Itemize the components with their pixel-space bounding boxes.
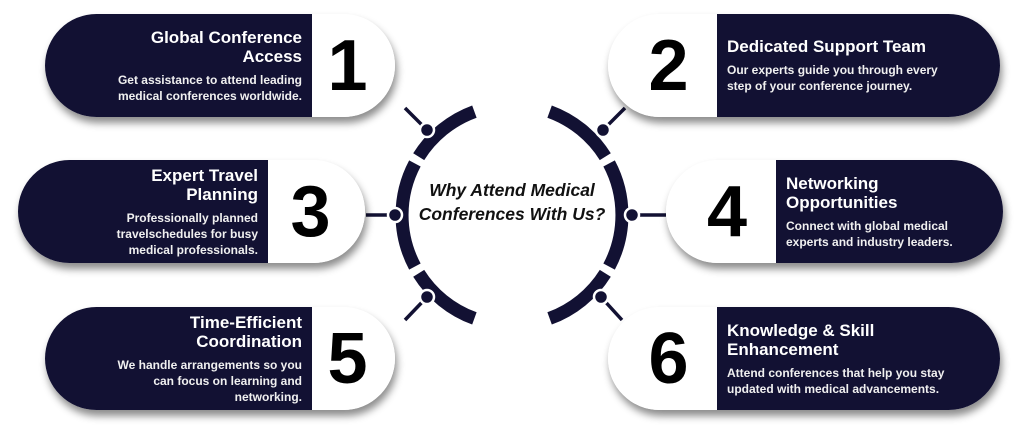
ring-segment [413, 269, 477, 325]
card-title: Global Conference Access [150, 27, 302, 66]
card-3: Expert Travel Planning Professionally pl… [18, 160, 365, 263]
card-1: Global Conference Access Get assistance … [45, 14, 395, 117]
card-5-body: Time-Efficient Coordination We handle ar… [45, 307, 312, 410]
card-number: 6 [608, 307, 717, 410]
ring-segment [413, 105, 477, 161]
connector-dot [592, 288, 610, 306]
card-description: Professionally planned travelschedules f… [116, 210, 258, 257]
ring-segment [547, 269, 611, 325]
card-1-body: Global Conference Access Get assistance … [45, 14, 312, 117]
card-4: 4 Networking Opportunities Connect with … [666, 160, 1003, 263]
card-title: Networking Opportunities [786, 173, 898, 212]
connector-dot [386, 206, 404, 224]
card-number: 4 [666, 160, 776, 263]
card-description: Connect with global medical experts and … [786, 218, 953, 249]
ring-segment [603, 160, 629, 270]
card-number: 5 [312, 307, 395, 410]
card-2: 2 Dedicated Support Team Our experts gui… [608, 14, 1000, 117]
card-4-body: Networking Opportunities Connect with gl… [776, 160, 1003, 263]
connector-dot [623, 206, 641, 224]
card-3-body: Expert Travel Planning Professionally pl… [18, 160, 268, 263]
card-description: Attend conferences that help you stay up… [727, 365, 945, 396]
connector-dot [594, 121, 612, 139]
card-title: Expert Travel Planning [151, 165, 258, 204]
card-description: Our experts guide you through every step… [727, 63, 938, 93]
ring-segment [547, 105, 611, 161]
card-title: Dedicated Support Team [727, 37, 926, 56]
card-6: 6 Knowledge & Skill Enhancement Attend c… [608, 307, 1000, 410]
card-number: 3 [268, 160, 365, 263]
card-2-body: Dedicated Support Team Our experts guide… [717, 14, 1000, 117]
card-description: Get assistance to attend leading medical… [117, 72, 302, 103]
connector-dot [418, 288, 436, 306]
card-number: 2 [608, 14, 717, 117]
card-title: Knowledge & Skill Enhancement [727, 320, 875, 359]
card-5: Time-Efficient Coordination We handle ar… [45, 307, 395, 410]
center-title: Why Attend Medical Conferences With Us? [418, 180, 606, 224]
connector-dot [418, 121, 436, 139]
card-title: Time-Efficient Coordination [189, 312, 302, 351]
card-description: We handle arrangements so you can focus … [117, 357, 303, 404]
card-6-body: Knowledge & Skill Enhancement Attend con… [717, 307, 1000, 410]
card-number: 1 [312, 14, 395, 117]
